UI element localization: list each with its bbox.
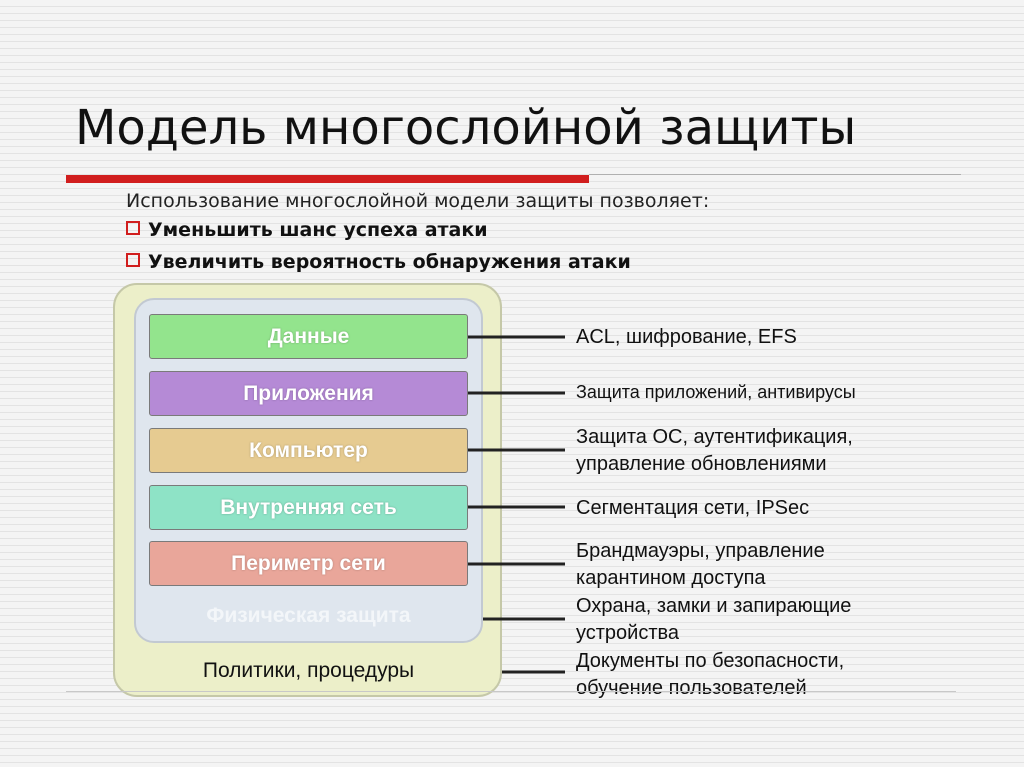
desc-data-line-1: ACL, шифрование, EFS bbox=[576, 326, 797, 348]
bullet-text-1: Уменьшить шанс успеха атаки bbox=[148, 219, 488, 241]
footer-rule bbox=[66, 691, 956, 692]
desc-internal-network-line-1: Сегментация сети, IPSec bbox=[576, 497, 810, 519]
desc-computer-line-2: управление обновлениями bbox=[576, 453, 827, 475]
desc-applications: Защита приложений, антивирусы bbox=[576, 379, 856, 406]
desc-policies-line-1: Документы по безопасности, bbox=[576, 650, 845, 672]
title-underline bbox=[66, 172, 961, 183]
layer-computer: Компьютер bbox=[149, 428, 468, 473]
bullet-item-2: Увеличить вероятность обнаружения атаки bbox=[126, 251, 631, 273]
desc-network-perimeter-line-1: Брандмауэры, управление bbox=[576, 540, 825, 562]
desc-physical: Охрана, замки и запирающие устройства bbox=[576, 593, 851, 647]
desc-internal-network: Сегментация сети, IPSec bbox=[576, 495, 809, 522]
desc-policies: Документы по безопасности, обучение поль… bbox=[576, 648, 844, 702]
bullet-item-1: Уменьшить шанс успеха атаки bbox=[126, 219, 488, 241]
desc-applications-line-1: Защита приложений, антивирусы bbox=[576, 382, 856, 402]
layer-applications: Приложения bbox=[149, 371, 468, 416]
desc-network-perimeter: Брандмауэры, управление карантином досту… bbox=[576, 538, 825, 592]
layer-data: Данные bbox=[149, 314, 468, 359]
layer-network-perimeter: Периметр сети bbox=[149, 541, 468, 586]
square-bullet-icon bbox=[126, 221, 140, 235]
layer-internal-network: Внутренняя сеть bbox=[149, 485, 468, 530]
slide-title: Модель многослойной защиты bbox=[75, 100, 857, 156]
intro-text: Использование многослойной модели защиты… bbox=[126, 190, 710, 212]
title-underline-accent bbox=[66, 175, 589, 183]
square-bullet-icon bbox=[126, 253, 140, 267]
desc-computer-line-1: Защита ОС, аутентификация, bbox=[576, 426, 853, 448]
layer-physical-label: Физическая защита bbox=[206, 604, 411, 627]
desc-policies-line-2: обучение пользователей bbox=[576, 677, 807, 699]
desc-computer: Защита ОС, аутентификация, управление об… bbox=[576, 424, 853, 478]
layer-policies-label: Политики, процедуры bbox=[202, 659, 415, 682]
desc-network-perimeter-line-2: карантином доступа bbox=[576, 567, 766, 589]
desc-data: ACL, шифрование, EFS bbox=[576, 324, 797, 351]
desc-physical-line-2: устройства bbox=[576, 622, 680, 644]
bullet-text-2: Увеличить вероятность обнаружения атаки bbox=[148, 251, 631, 273]
desc-physical-line-1: Охрана, замки и запирающие bbox=[576, 595, 852, 617]
title-underline-rule bbox=[589, 174, 961, 175]
